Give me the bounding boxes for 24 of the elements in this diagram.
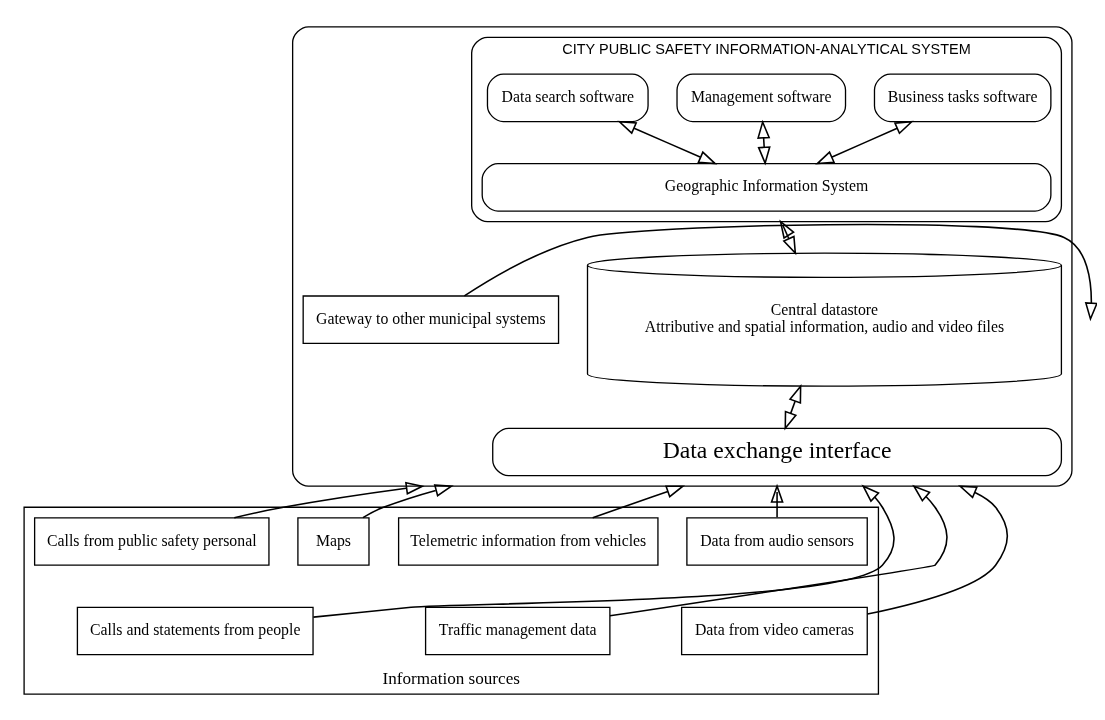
- node-box: Calls and statements from people: [76, 606, 314, 655]
- arrow: [815, 120, 914, 165]
- node-box: Management software: [676, 73, 847, 122]
- node-box: Data exchange interface: [492, 427, 1063, 476]
- node-box: Telemetric information from vehicles: [397, 516, 659, 566]
- arrow: [591, 484, 686, 518]
- arrow: [617, 120, 718, 165]
- node-box: Data from video cameras: [680, 606, 868, 655]
- node-box: Traffic management data: [424, 606, 611, 655]
- node-box: Calls from public safety personal: [33, 516, 270, 566]
- arrow: [362, 483, 454, 518]
- arrow: [866, 484, 1009, 615]
- cluster: [291, 25, 1073, 487]
- node-box: Business tasks software: [873, 73, 1052, 122]
- node-box: Data from audio sensors: [686, 516, 868, 566]
- node-box: Geographic Information System: [481, 162, 1052, 212]
- node-box: Gateway to other municipal systems: [302, 294, 560, 344]
- arrow: [609, 484, 948, 617]
- node-box: Data search software: [486, 73, 649, 122]
- arrow: [312, 484, 895, 618]
- node-box: Maps: [297, 516, 370, 566]
- arrow: [784, 383, 802, 430]
- arrow: [770, 483, 784, 518]
- arrow: [757, 119, 771, 165]
